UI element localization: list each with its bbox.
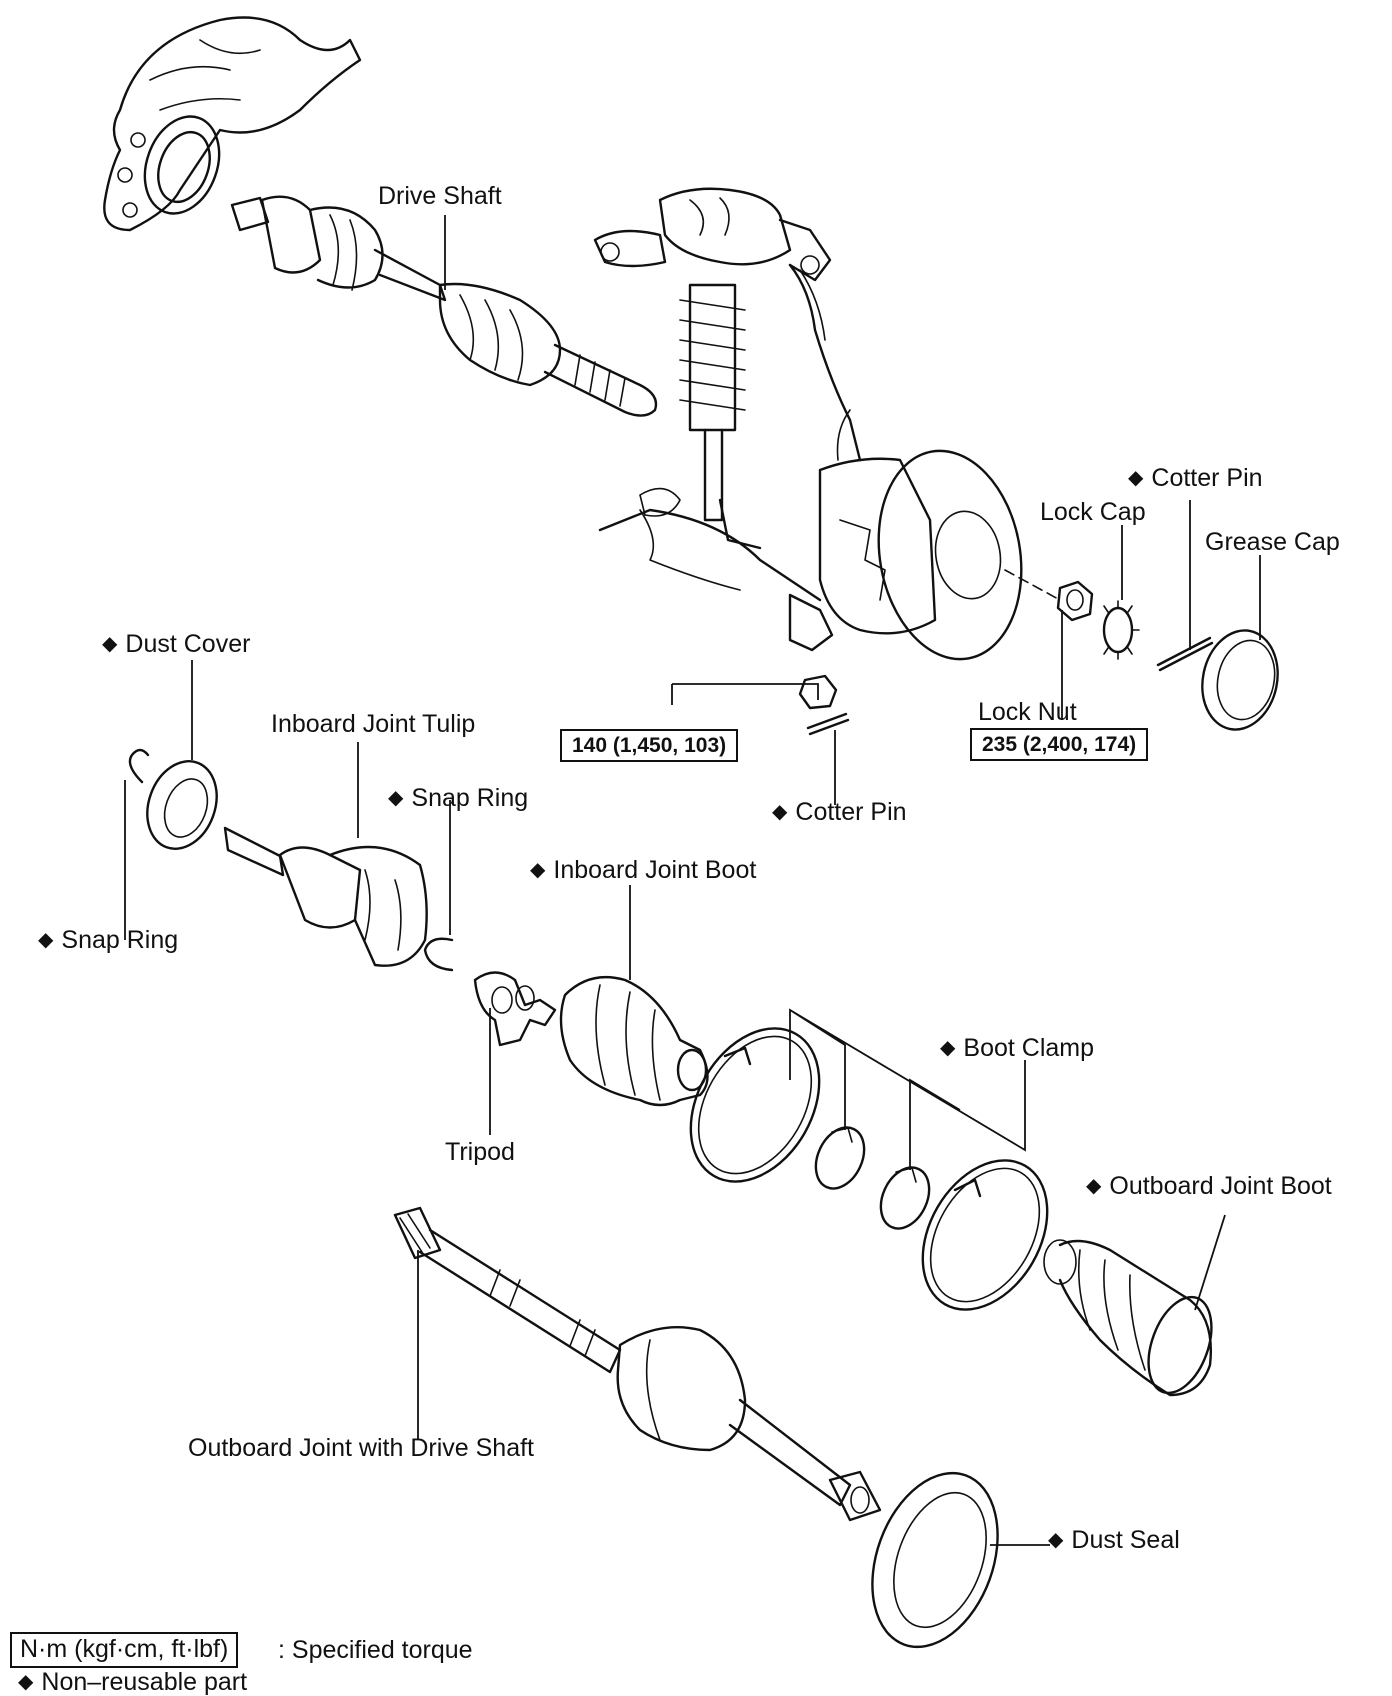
torque-lock-nut: 235 (2,400, 174) xyxy=(970,728,1149,762)
label-snap-ring-left-text: Snap Ring xyxy=(61,926,179,954)
non-reusable-icon: ◆ xyxy=(1048,1529,1064,1551)
label-outboard-joint-boot-text: Outboard Joint Boot xyxy=(1109,1172,1332,1200)
outboard-joint-shaft-part xyxy=(393,1206,882,1522)
legend-non-reusable-text: Non–reusable part xyxy=(41,1668,248,1696)
label-boot-clamp: ◆ Boot Clamp xyxy=(940,1036,1094,1061)
hub-fasteners xyxy=(1056,580,1279,731)
legend-torque-unit-box: N·m (kgf·cm, ft·lbf) xyxy=(10,1632,239,1668)
label-snap-ring-left: ◆ Snap Ring xyxy=(38,928,178,953)
non-reusable-icon: ◆ xyxy=(102,633,118,655)
dust-cover xyxy=(146,760,218,850)
non-reusable-icon: ◆ xyxy=(38,929,54,951)
label-outboard-joint-with-drive-shaft: Outboard Joint with Drive Shaft xyxy=(188,1434,534,1462)
non-reusable-icon: ◆ xyxy=(772,801,788,823)
non-reusable-icon: ◆ xyxy=(940,1037,956,1059)
boot-clamps xyxy=(689,1027,1049,1311)
label-inboard-joint-tulip: Inboard Joint Tulip xyxy=(271,710,476,738)
non-reusable-icon: ◆ xyxy=(18,1671,34,1693)
non-reusable-icon: ◆ xyxy=(1086,1175,1102,1197)
label-dust-seal-text: Dust Seal xyxy=(1071,1526,1180,1554)
tripod-part xyxy=(473,971,557,1047)
drive-shaft-assembly xyxy=(230,195,658,417)
inboard-joint-boot-part xyxy=(559,976,709,1107)
torque-lower-ball-joint: 140 (1,450, 103) xyxy=(560,729,739,763)
snap-ring-right-part xyxy=(423,937,454,972)
label-inboard-joint-boot-text: Inboard Joint Boot xyxy=(553,856,757,884)
non-reusable-icon: ◆ xyxy=(1128,467,1144,489)
label-grease-cap: Grease Cap xyxy=(1205,528,1340,556)
label-lock-nut: Lock Nut xyxy=(978,698,1077,726)
label-dust-cover: ◆ Dust Cover xyxy=(102,632,250,657)
leader-lines xyxy=(124,215,1261,1546)
label-inboard-joint-boot: ◆ Inboard Joint Boot xyxy=(530,858,756,883)
lower-nut-and-pin xyxy=(798,674,850,736)
dust-seal-part xyxy=(871,1471,999,1649)
non-reusable-icon: ◆ xyxy=(530,859,546,881)
label-snap-ring-right: ◆ Snap Ring xyxy=(388,786,528,811)
label-tripod: Tripod xyxy=(445,1138,515,1166)
label-cotter-pin-bottom-text: Cotter Pin xyxy=(795,798,907,826)
label-outboard-joint-boot: ◆ Outboard Joint Boot xyxy=(1086,1174,1332,1199)
label-drive-shaft: Drive Shaft xyxy=(378,182,502,210)
label-cotter-pin-top: ◆ Cotter Pin xyxy=(1128,466,1263,491)
outboard-joint-boot-part xyxy=(1043,1239,1213,1397)
legend-torque-unit-text: : Specified torque xyxy=(278,1636,473,1664)
legend-non-reusable: ◆ Non–reusable part xyxy=(18,1670,247,1695)
label-dust-cover-text: Dust Cover xyxy=(125,630,251,658)
label-dust-seal: ◆ Dust Seal xyxy=(1048,1528,1180,1553)
non-reusable-icon: ◆ xyxy=(388,787,404,809)
label-cotter-pin-bottom: ◆ Cotter Pin xyxy=(772,800,907,825)
label-lock-cap: Lock Cap xyxy=(1040,498,1146,526)
inboard-joint-tulip xyxy=(223,826,428,967)
strut-knuckle-assembly xyxy=(593,187,1061,661)
label-cotter-pin-top-text: Cotter Pin xyxy=(1151,464,1263,492)
snap-ring-left-part xyxy=(128,748,150,784)
label-boot-clamp-text: Boot Clamp xyxy=(963,1034,1095,1062)
transaxle-housing xyxy=(103,16,362,232)
label-snap-ring-right-text: Snap Ring xyxy=(411,784,529,812)
